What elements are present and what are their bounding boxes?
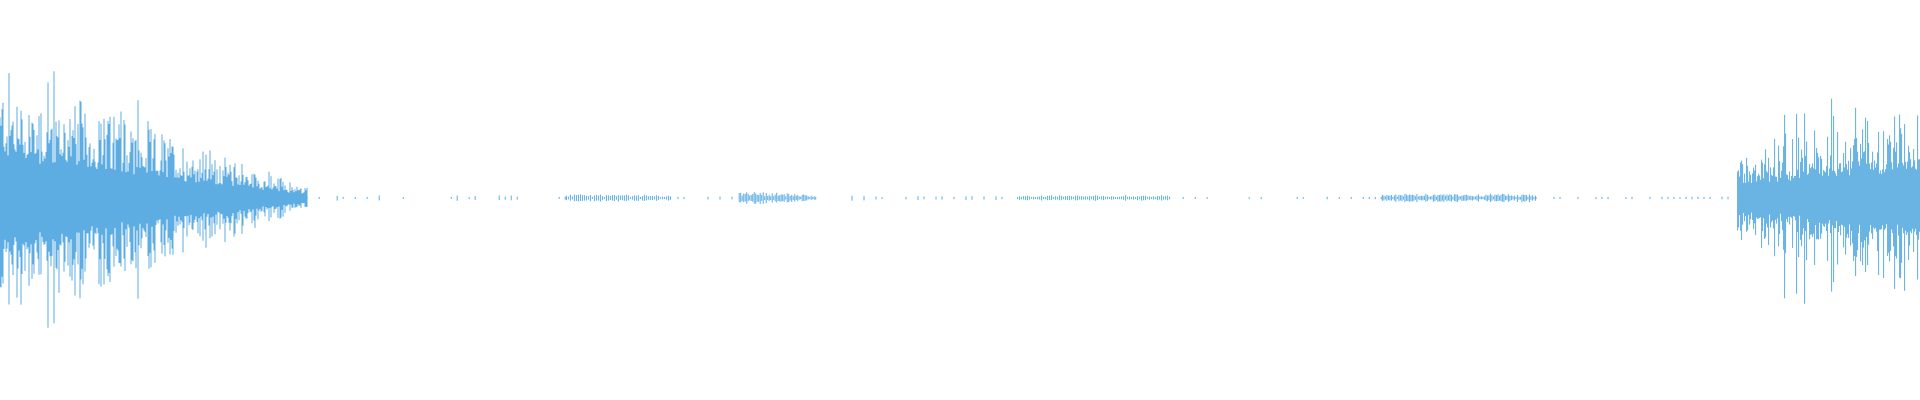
- waveform-svg: [0, 71, 1920, 328]
